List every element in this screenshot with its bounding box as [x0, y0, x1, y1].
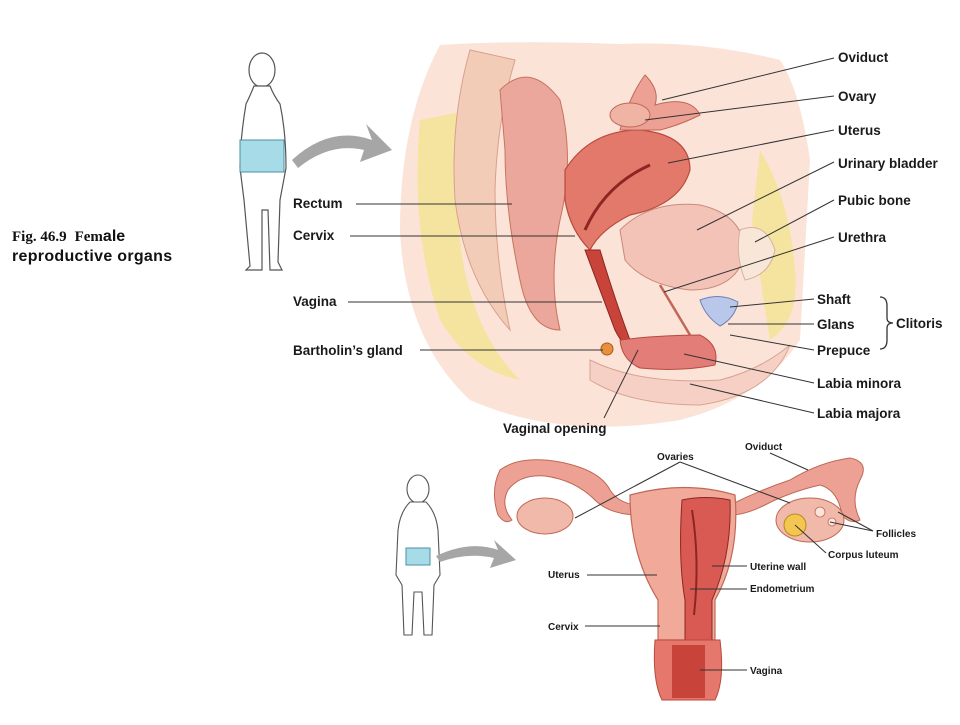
label-cervix-front: Cervix	[548, 622, 579, 633]
pointer-arrow-top	[292, 124, 392, 168]
body-silhouette-bottom	[395, 474, 441, 636]
caption-title-part1: Fem	[74, 229, 103, 245]
label-labia-majora: Labia majora	[817, 406, 901, 421]
label-oviduct: Oviduct	[838, 50, 889, 65]
label-clitoris: Clitoris	[896, 316, 943, 331]
label-prepuce: Prepuce	[817, 343, 871, 358]
label-vagina-front: Vagina	[750, 666, 783, 677]
label-uterine-wall: Uterine wall	[750, 562, 806, 573]
pointer-arrow-bottom	[436, 540, 516, 568]
frontal-section-illustration	[494, 457, 864, 701]
label-corpus-luteum: Corpus luteum	[828, 550, 899, 561]
label-rectum: Rectum	[293, 196, 343, 211]
label-pubic-bone: Pubic bone	[838, 193, 911, 208]
caption-title-part2: ale	[102, 228, 126, 245]
label-oviduct-front: Oviduct	[745, 442, 783, 453]
sagittal-section-illustration	[400, 42, 810, 427]
caption-fig-number: Fig. 46.9	[12, 229, 67, 245]
label-labia-minora: Labia minora	[817, 376, 902, 391]
label-ovary: Ovary	[838, 89, 877, 104]
label-vagina: Vagina	[293, 294, 337, 309]
caption-title-line2: reproductive organs	[12, 248, 173, 265]
label-uterus-front: Uterus	[548, 570, 580, 581]
figure-caption: Fig. 46.9 Female reproductive organs	[12, 228, 242, 266]
label-shaft: Shaft	[817, 292, 851, 307]
label-urethra: Urethra	[838, 230, 887, 245]
label-cervix: Cervix	[293, 228, 335, 243]
front-view-leaders	[574, 452, 874, 671]
label-urinary-bladder: Urinary bladder	[838, 156, 939, 171]
label-endometrium: Endometrium	[750, 584, 815, 595]
label-follicles: Follicles	[876, 529, 916, 540]
label-uterus: Uterus	[838, 123, 881, 138]
clitoris-brace	[879, 296, 894, 350]
label-vaginal-opening: Vaginal opening	[503, 421, 607, 436]
label-bartholins-gland: Bartholin’s gland	[293, 343, 403, 358]
label-glans: Glans	[817, 317, 855, 332]
locator-box-top	[239, 139, 285, 173]
side-view-leaders	[348, 57, 835, 419]
label-ovaries: Ovaries	[657, 452, 694, 463]
body-silhouette-top	[239, 52, 287, 271]
locator-box-bottom	[405, 547, 431, 566]
